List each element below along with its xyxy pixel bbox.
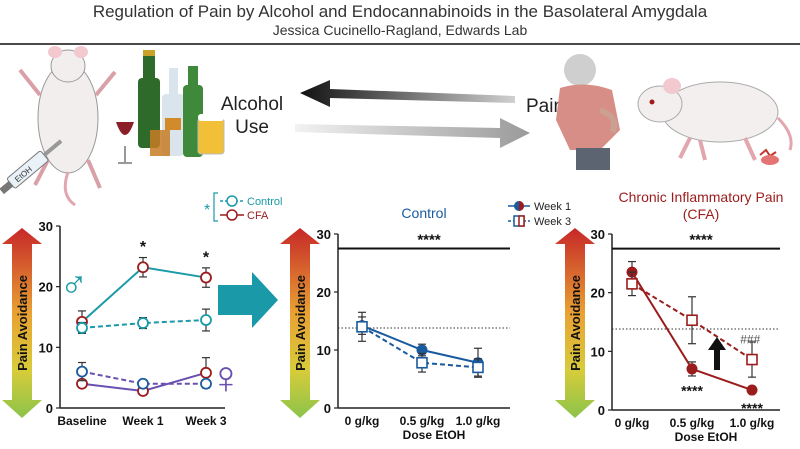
chart-2-y-tick-label: 20 xyxy=(317,285,331,300)
chart-1-x-tick-label: Baseline xyxy=(57,414,107,428)
alcohol-use-label-line2: Use xyxy=(235,117,269,138)
chart-3-x-axis-label: Dose EtOH xyxy=(675,430,738,444)
chart-2-x-tick-label: 1.0 g/kg xyxy=(456,414,501,428)
chart-1-series-line xyxy=(81,266,207,323)
syringe-icon: EtOH xyxy=(0,139,63,195)
male-symbol: ♂ xyxy=(60,263,89,305)
chart-1-data-point xyxy=(76,322,88,334)
chart-2-x-tick-label: 0 g/kg xyxy=(345,414,380,428)
legend-panel-2: Week 1 Week 3 xyxy=(508,201,571,228)
chart-3-data-point xyxy=(626,278,638,290)
pain-label: Pain xyxy=(526,96,564,117)
chart-1-x-tick-label: Week 3 xyxy=(185,414,226,428)
chart-3-significance-label: **** xyxy=(689,232,713,249)
chart-2-significance-label: **** xyxy=(417,232,441,249)
chart-3-y-tick-label: 0 xyxy=(598,403,605,418)
chart-1-series-line xyxy=(81,370,206,385)
pain-avoidance-arrow-2: Pain Avoidance xyxy=(280,228,320,418)
chart-1-y-tick-label: 0 xyxy=(46,401,53,416)
chart-3-point-label: **** xyxy=(681,383,703,399)
chart-2-title: Control xyxy=(401,205,446,221)
chart-2-y-tick-label: 10 xyxy=(317,343,331,358)
chart-2-y-tick-label: 30 xyxy=(317,227,331,242)
chart-1-y-tick-label: 10 xyxy=(39,340,53,355)
chart-3-x-tick-label: 0 g/kg xyxy=(615,416,650,430)
person-in-pain-illustration xyxy=(556,54,620,170)
lab-rat-illustration xyxy=(18,46,117,207)
legend-1-cfa-label: CFA xyxy=(247,210,269,222)
chart-2-y-tick-label: 0 xyxy=(324,401,331,416)
chart-1-data-point xyxy=(137,377,149,390)
pain-avoidance-arrow-3: Pain Avoidance xyxy=(555,228,595,418)
chart-3-data-point xyxy=(686,363,698,375)
chart-1-data-point xyxy=(200,377,212,390)
chart-1-data-point xyxy=(200,271,212,284)
chart-1-data-point xyxy=(137,317,149,329)
alcohol-to-pain-arrow xyxy=(295,118,530,148)
chart-3-x-tick-label: 0.5 g/kg xyxy=(670,416,715,430)
chart-1-annotation: * xyxy=(203,250,210,267)
rat-in-pain-illustration xyxy=(637,78,793,165)
chart-3-x-tick-label: 1.0 g/kg xyxy=(730,416,775,430)
pain-to-alcohol-arrow xyxy=(300,80,515,107)
chart-2-data-point xyxy=(356,320,368,333)
pain-avoidance-label-1: Pain Avoidance xyxy=(15,275,30,371)
alcohol-use-label-line1: Alcohol xyxy=(221,94,283,115)
chart-1-y-tick-label: 20 xyxy=(39,280,53,295)
chart-1-annotation: * xyxy=(140,239,147,256)
chart-1-series-line xyxy=(81,319,207,329)
legend-2-week1-label: Week 1 xyxy=(534,201,571,213)
chart-2-data-point xyxy=(416,356,428,369)
chart-2-data-point xyxy=(416,344,428,356)
legend-1-bracket-mark: * xyxy=(204,202,210,219)
alcohol-bottles-icon xyxy=(116,50,225,164)
chart-1-x-tick-label: Week 1 xyxy=(122,414,163,428)
chart-3-point-label: **** xyxy=(741,400,763,416)
chart-3-data-point xyxy=(686,314,698,327)
chart-1-data-point xyxy=(76,365,88,378)
page-title: Regulation of Pain by Alcohol and Endoca… xyxy=(92,2,708,21)
chart-3-y-tick-label: 10 xyxy=(591,344,605,359)
legend-2-week3-label: Week 3 xyxy=(534,216,571,228)
chart-3-title: Chronic Inflammatory Pain(CFA) xyxy=(619,189,784,222)
female-symbol: ♀ xyxy=(209,351,244,403)
chart-2-series-line xyxy=(361,325,479,369)
chart-2-x-axis-label: Dose EtOH xyxy=(403,428,466,442)
chart-3-point-label: ### xyxy=(740,332,760,346)
chart-2-x-tick-label: 0.5 g/kg xyxy=(400,414,445,428)
chart-1-data-point xyxy=(137,261,149,274)
chart-2-data-point xyxy=(472,361,484,374)
chart-3-improvement-arrow xyxy=(708,337,726,370)
next-panel-arrow xyxy=(218,272,278,328)
legend-panel-1: * Control CFA xyxy=(204,192,282,222)
chart-3-data-point xyxy=(746,353,758,366)
chart-3-y-tick-label: 30 xyxy=(591,227,605,242)
legend-1-control-label: Control xyxy=(247,196,282,208)
pain-avoidance-label-2: Pain Avoidance xyxy=(293,275,308,371)
chart-1-data-point xyxy=(200,366,212,379)
header-divider xyxy=(0,43,800,45)
pain-avoidance-arrow-1: Pain Avoidance xyxy=(2,228,42,418)
chart-1-y-tick-label: 30 xyxy=(39,219,53,234)
chart-3-y-tick-label: 20 xyxy=(591,286,605,301)
page-subtitle: Jessica Cucinello-Ragland, Edwards Lab xyxy=(272,22,528,38)
chart-1-data-point xyxy=(200,314,212,326)
pain-avoidance-label-3: Pain Avoidance xyxy=(568,275,583,371)
chart-3-data-point xyxy=(746,384,758,396)
